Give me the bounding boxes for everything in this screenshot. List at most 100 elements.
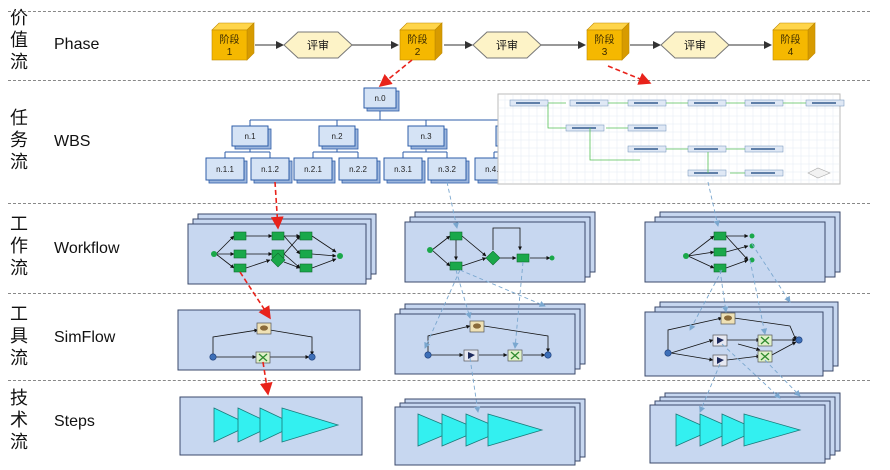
review-label: 评审 xyxy=(496,38,518,52)
gantt-tasks xyxy=(509,99,845,179)
red-trace-link xyxy=(607,65,652,85)
stage-front-face xyxy=(211,29,248,61)
workflow-edge xyxy=(726,354,761,361)
blue-trace-link xyxy=(455,269,472,319)
review-label: 评审 xyxy=(684,38,706,52)
workflow-node xyxy=(211,251,217,257)
workflow-edge xyxy=(311,253,337,258)
gantt-frame xyxy=(497,93,841,185)
steps-panel-1 xyxy=(179,396,363,456)
simflow-node xyxy=(308,353,316,361)
stream-label-value: 价 值 流 xyxy=(10,8,28,73)
workflow-edge xyxy=(670,352,714,362)
row-divider xyxy=(8,380,870,381)
wbs-node-box xyxy=(250,157,290,181)
simflow-graph-3 xyxy=(664,312,803,367)
workflow-task xyxy=(299,263,313,273)
stage-side-face xyxy=(246,22,255,61)
wbs-node-box xyxy=(363,87,397,109)
workflow-node xyxy=(749,257,755,263)
step-arrow xyxy=(417,413,458,447)
step-arrow xyxy=(281,407,340,443)
workflow-edge xyxy=(215,253,235,269)
step-arrow xyxy=(465,413,506,447)
stage-label: 阶段 xyxy=(595,33,615,46)
workflow-node xyxy=(549,255,555,261)
row-title-simflow: SimFlow xyxy=(54,329,116,346)
workflow-edge xyxy=(431,235,451,251)
stage-side-face xyxy=(434,22,443,61)
workflow-task xyxy=(449,261,463,271)
wbs-node-label: n.2.2 xyxy=(349,165,367,174)
simflow-node xyxy=(795,336,803,344)
stage-label: 阶段 xyxy=(781,33,801,46)
simflow-panel-3 xyxy=(644,301,839,377)
simflow-tool xyxy=(720,312,736,325)
step-arrow xyxy=(487,413,544,447)
blue-trace-link xyxy=(689,269,723,331)
wbs-node: n.3 xyxy=(407,125,448,150)
gantt-task-text xyxy=(812,102,836,104)
blue-trace-link xyxy=(749,259,768,335)
gantt-task-text xyxy=(694,148,718,150)
workflow-edge xyxy=(283,235,301,255)
workflow-edge xyxy=(687,235,715,257)
red-trace-link xyxy=(259,361,273,396)
wbs-node-label: n.0 xyxy=(374,94,386,103)
stream-label-tech: 技 术 流 xyxy=(10,388,28,453)
workflow-task xyxy=(233,231,247,241)
stage-label: 阶段 xyxy=(408,33,428,46)
wbs-node-box xyxy=(318,125,356,147)
wbs-node-box xyxy=(383,157,423,181)
play-icon xyxy=(468,352,475,359)
review-gate: 评审 xyxy=(472,31,542,59)
simflow-panel-2 xyxy=(394,303,586,375)
workflow-task xyxy=(233,249,247,259)
steps-panel-3 xyxy=(649,392,841,464)
simflow-tool xyxy=(255,351,271,364)
stage-front-face xyxy=(586,29,623,61)
workflow-edge xyxy=(215,235,235,255)
blue-trace-link xyxy=(764,359,801,397)
phase-stage-box: 阶段1 xyxy=(211,22,255,61)
stage-side-face xyxy=(621,22,630,61)
cross-level-links xyxy=(239,59,801,413)
red-trace-link xyxy=(239,271,271,320)
workflow-task xyxy=(449,231,463,241)
wbs-node: n.2.1 xyxy=(293,157,336,184)
step-arrow xyxy=(237,407,275,443)
workflow-task xyxy=(299,249,313,259)
simflow-tool xyxy=(757,350,773,363)
play-icon xyxy=(717,357,724,364)
wbs-node-label: n.1 xyxy=(244,132,256,141)
gantt-task-text xyxy=(634,148,658,150)
blue-trace-link xyxy=(721,343,781,399)
review-gate: 评审 xyxy=(660,31,730,59)
wbs-node-label: n.2 xyxy=(331,132,343,141)
wbs-node-box xyxy=(427,157,467,181)
workflow-edge xyxy=(725,245,749,253)
phase-row: 阶段1阶段2阶段3阶段4 评审评审评审 xyxy=(211,22,816,61)
simflow-tool xyxy=(712,334,728,347)
wbs-node: n.1 xyxy=(231,125,272,150)
steps-arrows-1 xyxy=(213,407,340,443)
wbs-node: n.0 xyxy=(363,87,400,112)
blue-trace-link xyxy=(469,357,481,413)
simflow-tool xyxy=(463,349,479,362)
wbs-node-label: n.3 xyxy=(420,132,432,141)
wbs-node: n.3.2 xyxy=(427,157,470,184)
row-divider xyxy=(8,80,870,81)
wbs-node: n.3.1 xyxy=(383,157,426,184)
workflow-gateway xyxy=(270,252,286,268)
gantt-task-text xyxy=(751,148,775,150)
workflow-edge xyxy=(311,235,337,253)
simflow-tool xyxy=(469,320,485,333)
workflow-edge xyxy=(461,257,487,267)
workflow-panel-1 xyxy=(187,213,377,285)
wbs-node: n.1.2 xyxy=(250,157,293,184)
gantt-grid xyxy=(499,95,839,183)
steps-panel-2 xyxy=(394,398,586,466)
gantt-end-diamond xyxy=(807,167,831,179)
phase-stage-box: 阶段3 xyxy=(586,22,630,61)
